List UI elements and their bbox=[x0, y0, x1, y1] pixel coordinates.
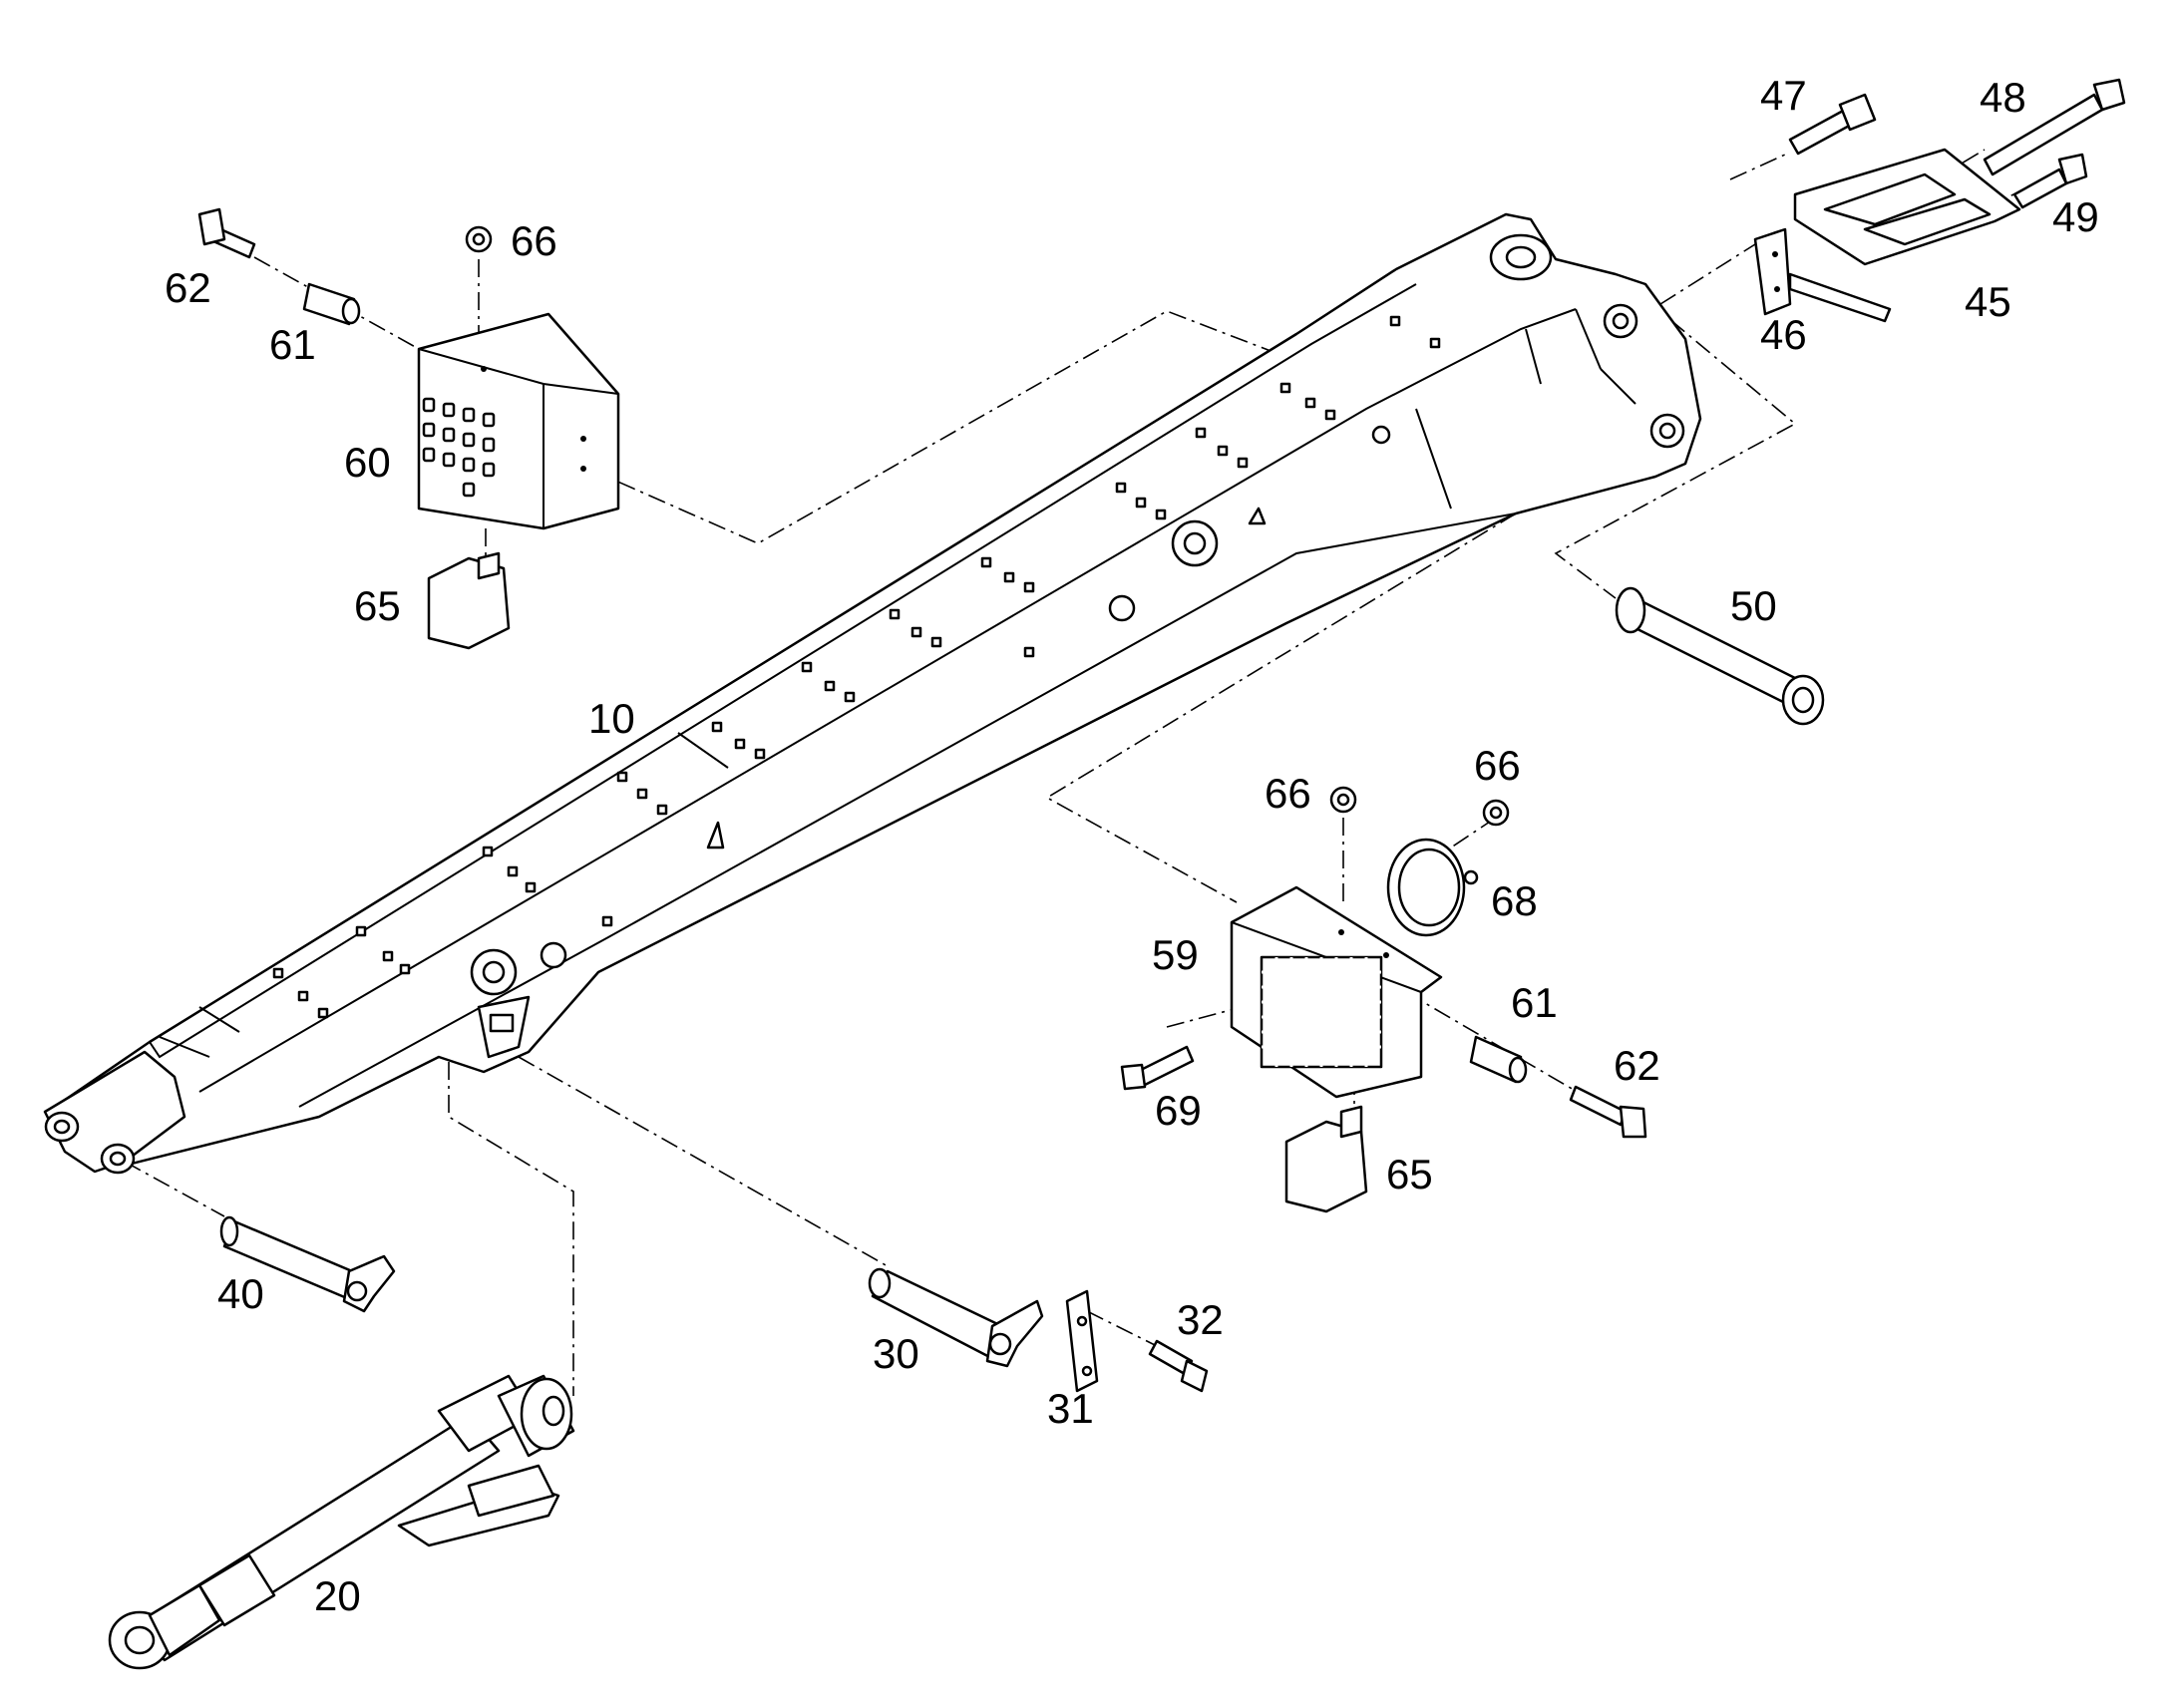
label-66-upper: 66 bbox=[511, 217, 557, 264]
grille-59 bbox=[1260, 955, 1383, 1069]
label-30: 30 bbox=[873, 1330, 919, 1377]
bumper-part-65-upper bbox=[427, 551, 511, 650]
bracket-part-45 bbox=[1793, 148, 2021, 266]
cylinder-part-20 bbox=[108, 1374, 575, 1670]
label-65-lower: 65 bbox=[1386, 1151, 1433, 1197]
label-60: 60 bbox=[344, 439, 391, 486]
label-62-upper: 62 bbox=[165, 264, 211, 311]
bolt-part-49 bbox=[2012, 153, 2088, 209]
label-61-upper: 61 bbox=[269, 321, 316, 368]
nut-part-66-lower-b bbox=[1482, 799, 1510, 827]
bolt-part-62-upper bbox=[197, 207, 256, 259]
label-66-lower-b: 66 bbox=[1474, 742, 1521, 789]
callout-labels: 10 20 30 31 32 40 45 46 47 48 49 50 59 6… bbox=[165, 72, 2099, 1619]
label-46: 46 bbox=[1760, 311, 1807, 358]
bolt-part-48 bbox=[1983, 78, 2126, 176]
bolt-part-47 bbox=[1788, 93, 1877, 156]
label-66-lower-a: 66 bbox=[1265, 770, 1311, 817]
label-61-lower: 61 bbox=[1511, 979, 1558, 1026]
cap-part-68 bbox=[1386, 838, 1479, 937]
label-45: 45 bbox=[1965, 278, 2011, 325]
label-59: 59 bbox=[1152, 931, 1199, 978]
boom-part-10 bbox=[43, 212, 1702, 1175]
label-68: 68 bbox=[1491, 877, 1538, 924]
pin-part-40 bbox=[219, 1215, 396, 1313]
spacer-part-61-upper bbox=[302, 282, 361, 326]
label-49: 49 bbox=[2052, 193, 2099, 240]
bolt-part-32 bbox=[1148, 1339, 1209, 1393]
label-69: 69 bbox=[1155, 1087, 1202, 1134]
label-40: 40 bbox=[217, 1270, 264, 1317]
nut-part-66-lower-a bbox=[1329, 786, 1357, 814]
bracket-part-46 bbox=[1753, 227, 1892, 323]
label-31: 31 bbox=[1047, 1385, 1094, 1432]
bolt-part-62-lower bbox=[1569, 1085, 1647, 1139]
nut-part-66-upper bbox=[465, 225, 493, 253]
label-20: 20 bbox=[314, 1572, 361, 1619]
label-62-lower: 62 bbox=[1614, 1042, 1660, 1089]
plate-part-31 bbox=[1065, 1289, 1099, 1393]
pin-part-30 bbox=[868, 1267, 1044, 1368]
leader-lines bbox=[124, 149, 2025, 1396]
cover-part-60 bbox=[417, 312, 620, 530]
spacer-part-61-lower bbox=[1469, 1035, 1528, 1084]
bolt-part-69 bbox=[1120, 1045, 1195, 1091]
bumper-part-65-lower bbox=[1284, 1105, 1368, 1213]
label-50: 50 bbox=[1730, 582, 1777, 629]
cover-part-59 bbox=[1230, 885, 1443, 1099]
bolt-holes bbox=[272, 315, 1441, 1019]
label-65-upper: 65 bbox=[354, 582, 401, 629]
grille-60 bbox=[422, 397, 496, 498]
label-47: 47 bbox=[1760, 72, 1807, 119]
label-10: 10 bbox=[588, 695, 635, 742]
label-32: 32 bbox=[1177, 1296, 1224, 1343]
pin-part-50 bbox=[1615, 586, 1825, 726]
label-48: 48 bbox=[1980, 74, 2026, 121]
